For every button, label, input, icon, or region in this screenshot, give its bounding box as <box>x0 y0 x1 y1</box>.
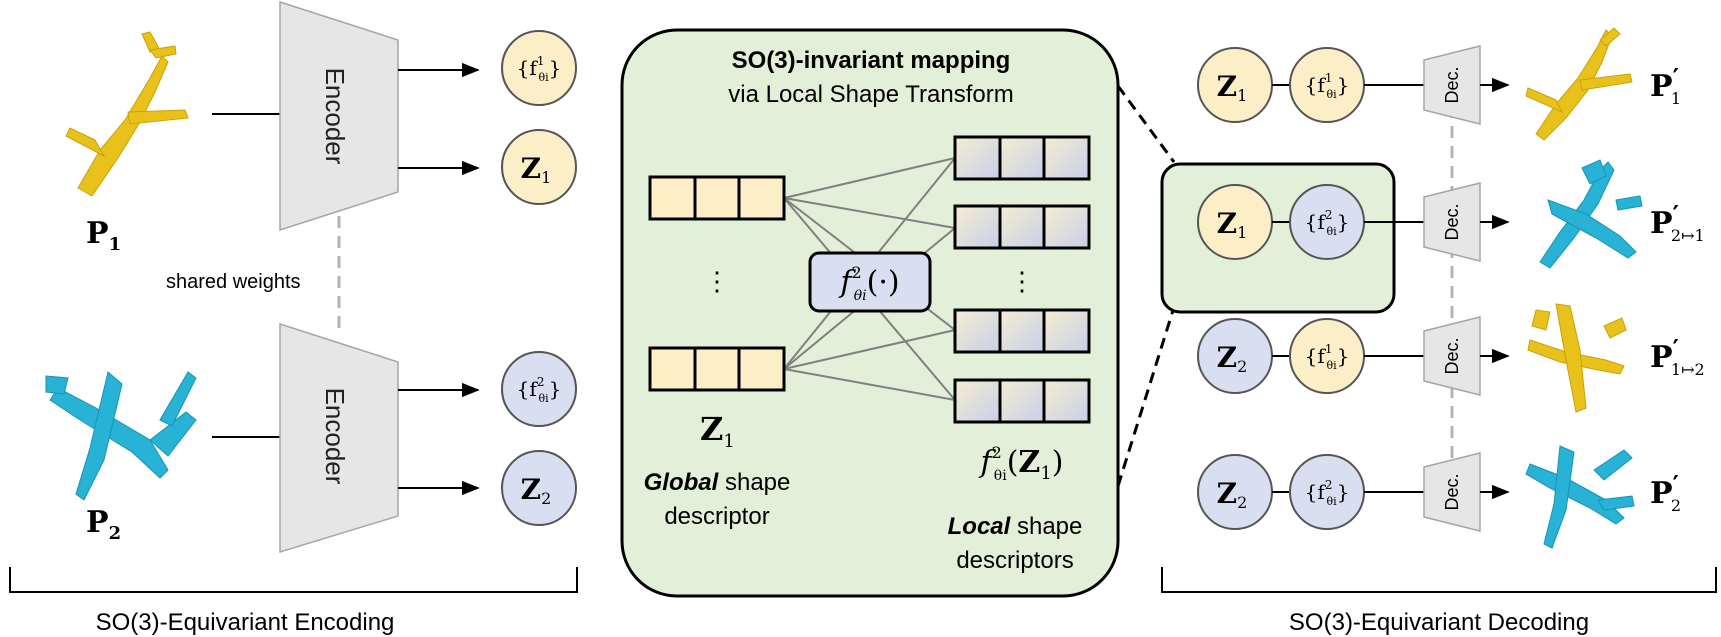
row4-decoder-label: Dec. <box>1442 473 1462 510</box>
row1-f-circle <box>1289 47 1365 123</box>
pointcloud-p2 <box>45 371 197 501</box>
row2-decoder-label: Dec. <box>1442 203 1462 240</box>
row4-z-label: Z2 <box>1217 477 1248 512</box>
dots-left: ⋮ <box>704 267 730 297</box>
row4-decoder <box>1423 452 1481 532</box>
decoding-bracket <box>1161 567 1717 593</box>
encoding-bracket <box>9 567 578 593</box>
row3-output-label: P′1↦2 <box>1650 334 1705 379</box>
function-box <box>808 251 932 313</box>
zoom-line-bottom <box>1116 287 1182 487</box>
global-caption: Global shape <box>644 469 791 496</box>
encoder-top-label: Encoder <box>320 68 350 165</box>
row3-f-circle <box>1289 318 1365 394</box>
row3-decoder <box>1423 316 1481 396</box>
decoding-caption: SO(3)-Equivariant Decoding <box>1289 609 1589 636</box>
row2-z-label: Z1 <box>1217 207 1248 242</box>
local-vector-2 <box>953 204 1091 250</box>
row1-decoder <box>1423 45 1481 125</box>
mapping-subtitle: via Local Shape Transform <box>728 81 1013 108</box>
local-vector-3 <box>953 308 1091 354</box>
local-caption: Local shape <box>948 513 1083 540</box>
local-caption-line2: descriptors <box>956 547 1073 574</box>
row1-decoder-label: Dec. <box>1442 66 1462 103</box>
row2-pointcloud <box>1539 159 1643 269</box>
row1-pointcloud <box>1525 27 1633 141</box>
row3-decoder-label: Dec. <box>1442 337 1462 374</box>
global-caption-line2: descriptor <box>664 503 769 530</box>
encoder-top <box>279 0 399 232</box>
local-vector-1 <box>953 135 1091 181</box>
global-vector-top <box>648 175 786 221</box>
row4-f-circle <box>1289 454 1365 530</box>
z2-label: Z2 <box>521 473 552 508</box>
row3-z-label: Z2 <box>1217 341 1248 376</box>
row3-pointcloud <box>1527 303 1627 413</box>
f1-circle <box>501 30 577 106</box>
row4-pointcloud <box>1525 445 1635 549</box>
mapping-z1-label: Z1 <box>700 410 735 452</box>
mapping-title: SO(3)-invariant mapping <box>732 47 1011 74</box>
row2-decoder <box>1423 182 1481 262</box>
row2-output-label: P′2↦1 <box>1650 200 1705 245</box>
pointcloud-p1 <box>65 31 189 197</box>
zoom-line-top <box>1116 85 1176 163</box>
z2-circle <box>501 450 577 526</box>
row2-f-circle <box>1289 184 1365 260</box>
encoder-bottom-label: Encoder <box>320 388 350 485</box>
encoder-bottom <box>279 322 399 554</box>
p1-label: P1 <box>86 216 121 255</box>
global-vector-bottom <box>648 346 786 392</box>
local-vector-4 <box>953 378 1091 424</box>
z1-label: Z1 <box>521 152 552 187</box>
shared-weights-label: shared weights <box>166 271 301 293</box>
row4-output-label: P′2 <box>1650 470 1681 515</box>
row1-output-label: P′1 <box>1650 63 1681 108</box>
p2-label: P2 <box>86 505 121 544</box>
dots-right: ⋮ <box>1009 267 1035 297</box>
f2-circle <box>501 351 577 427</box>
row1-z-label: Z1 <box>1217 70 1248 105</box>
encoding-caption: SO(3)-Equivariant Encoding <box>96 609 395 636</box>
z1-circle <box>501 129 577 205</box>
